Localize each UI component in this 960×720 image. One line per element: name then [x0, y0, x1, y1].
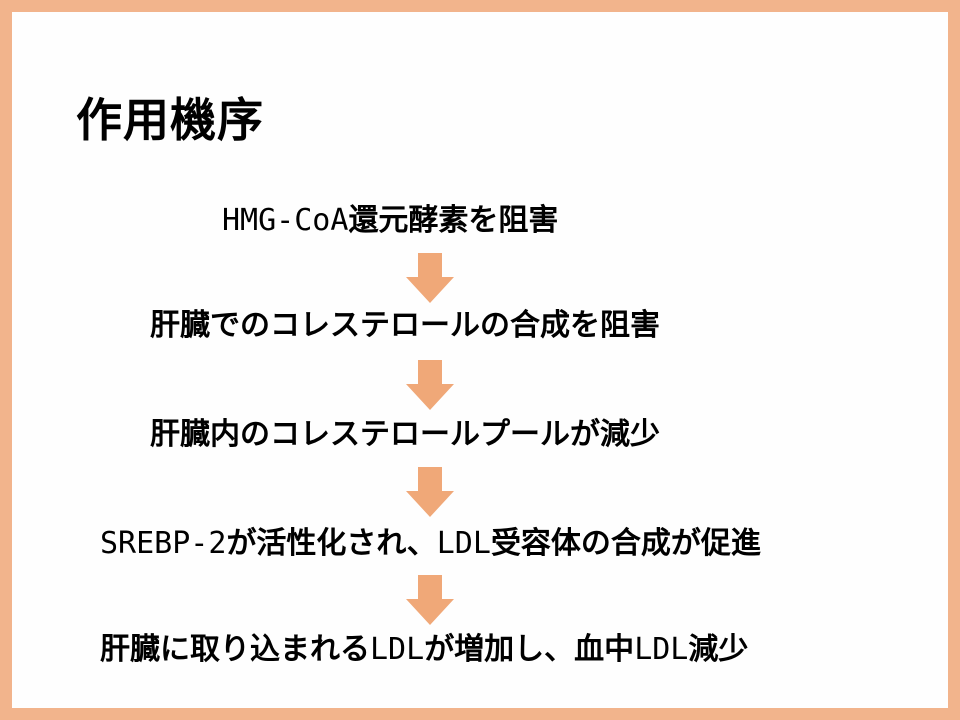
step-4-prefix: SREBP-2	[100, 526, 227, 561]
step-1-text: 還元酵素を阻害	[348, 203, 559, 238]
step-4-suffix: 受容体の合成が促進	[490, 526, 761, 561]
step-5-suffix2: 減少	[688, 632, 749, 667]
step-2-text: 肝臓でのコレステロールの合成を阻害	[150, 308, 660, 343]
step-2: 肝臓でのコレステロールの合成を阻害	[150, 306, 660, 346]
slide: 作用機序 HMG-CoA還元酵素を阻害 肝臓でのコレステロールの合成を阻害 肝臓…	[12, 12, 948, 708]
down-arrow-icon	[406, 467, 454, 517]
step-5-suffix: が増加し、血中	[424, 632, 635, 667]
step-3-text: 肝臓内のコレステロールプールが減少	[150, 417, 660, 452]
step-4-mid: LDL	[436, 526, 491, 561]
down-arrow-icon	[406, 253, 454, 303]
step-4: SREBP-2が活性化され、LDL受容体の合成が促進	[100, 524, 761, 564]
step-3: 肝臓内のコレステロールプールが減少	[150, 415, 660, 455]
step-5-mid: LDL	[370, 632, 425, 667]
down-arrow-icon	[406, 575, 454, 625]
step-5-text: 肝臓に取り込まれる	[100, 632, 370, 667]
step-5: 肝臓に取り込まれるLDLが増加し、血中LDL減少	[100, 630, 748, 670]
step-5-mid2: LDL	[634, 632, 689, 667]
step-1-prefix: HMG-CoA	[222, 203, 349, 238]
down-arrow-icon	[406, 360, 454, 410]
step-1: HMG-CoA還元酵素を阻害	[222, 201, 558, 241]
slide-title: 作用機序	[76, 93, 264, 147]
step-4-text: が活性化され、	[226, 526, 437, 561]
